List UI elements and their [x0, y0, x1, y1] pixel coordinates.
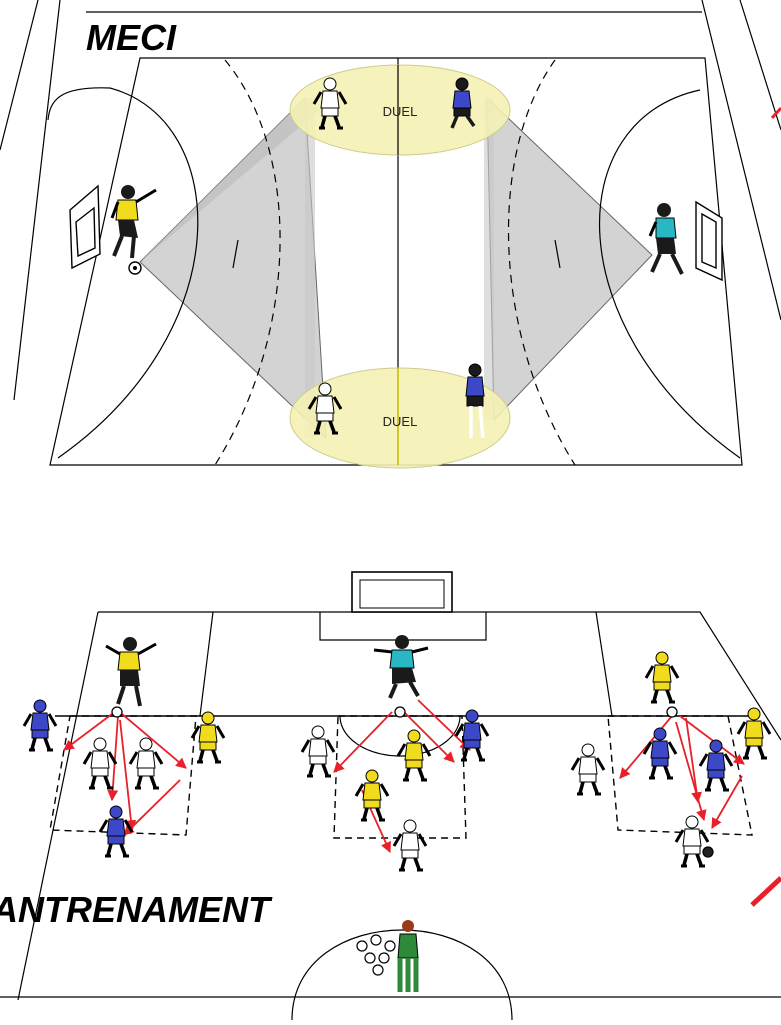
goal-icon [69, 184, 101, 270]
top-diagram: DUEL DUEL [0, 0, 781, 469]
player-icon [22, 698, 58, 752]
bottom-diagram: ANTRENAMENT [0, 571, 781, 1021]
right-free-throw-arc [507, 59, 576, 466]
goal-icon [351, 571, 453, 613]
player-icon [82, 736, 118, 790]
arrow-fragment [770, 106, 781, 120]
player-icon [190, 710, 226, 764]
player-icon [570, 742, 606, 796]
diagram-title-bottom: ANTRENAMENT [0, 889, 273, 930]
goalkeeper-icon [648, 203, 684, 275]
arrow-fragment [750, 876, 781, 907]
left-goal-area-arc [57, 87, 199, 459]
player-icon [465, 363, 485, 439]
duel-label-bottom: DUEL [383, 414, 418, 429]
player-icon [698, 738, 734, 792]
player-icon [300, 724, 336, 778]
goalkeeper-icon [110, 185, 157, 259]
player-icon [450, 77, 476, 129]
top-goal-areas [47, 59, 741, 466]
player-icon [392, 818, 428, 872]
grid-left [49, 715, 197, 836]
goalkeeper-icon [105, 637, 157, 707]
player-icon [674, 814, 710, 868]
grid-center [333, 715, 467, 839]
ball-icon [111, 706, 714, 858]
right-goal-area-arc [598, 89, 741, 459]
ball-icon [128, 261, 142, 275]
duel-zone-top: DUEL [289, 64, 511, 156]
ball-icon [356, 934, 396, 976]
grid-right [607, 715, 753, 836]
goal-icon [695, 200, 723, 282]
training-grids [49, 715, 753, 839]
duel-label-top: DUEL [383, 104, 418, 119]
player-icon [644, 650, 680, 704]
player-icon [128, 736, 164, 790]
left-free-throw-arc [214, 59, 281, 466]
pass-arrows [63, 699, 745, 853]
duel-zone-bottom: DUEL [289, 367, 511, 469]
player-icon [454, 708, 490, 762]
player-icon [396, 728, 432, 782]
diagram-title-top: MECI [86, 17, 177, 58]
goalkeeper-icon [373, 635, 429, 699]
coach-icon [397, 920, 419, 992]
player-icon [642, 726, 678, 780]
